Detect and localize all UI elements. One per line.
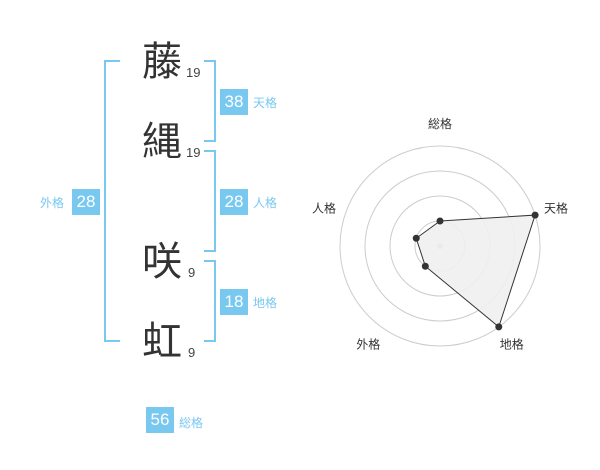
name-char-4: 虹 [142,319,182,365]
radar-axis-label-3: 外格 [356,337,380,352]
radar-shape [412,211,539,331]
jinkaku-bracket [204,150,216,252]
chikaku-bracket [204,260,216,342]
stroke-count-3: 9 [188,265,196,280]
radar-ring-4 [339,145,541,347]
name-char-1: 藤 [142,39,182,85]
stroke-count-1: 19 [186,65,201,80]
radar-point-0 [436,217,444,225]
gaikaku-value: 28 [72,189,100,215]
radar-axis-label-4: 人格 [312,200,336,215]
radar-point-4 [412,234,420,242]
gaikaku-label: 外格 [40,196,65,210]
stroke-count-4: 9 [188,345,196,360]
radar-point-1 [531,211,539,219]
radar-point-2 [495,323,503,331]
jinkaku-value: 28 [220,189,248,215]
soukaku-value: 56 [146,407,174,433]
radar-area [415,214,536,328]
radar-axis-label-2: 地格 [500,337,524,352]
radar-axis-label-0: 総格 [428,116,452,131]
jinkaku-label: 人格 [253,196,278,210]
tenkaku-value: 38 [220,89,248,115]
tenkaku-bracket [204,60,216,142]
radar-axis-label-1: 天格 [544,200,568,215]
name-char-2: 縄 [142,119,182,165]
tenkaku-label: 天格 [253,96,278,110]
soukaku-label: 総格 [179,416,204,430]
gaikaku-bracket [104,60,120,342]
chikaku-value: 18 [220,289,248,315]
chikaku-label: 地格 [253,296,278,310]
stroke-count-2: 19 [186,145,201,160]
name-char-3: 咲 [142,239,182,285]
radar-point-3 [421,262,429,270]
